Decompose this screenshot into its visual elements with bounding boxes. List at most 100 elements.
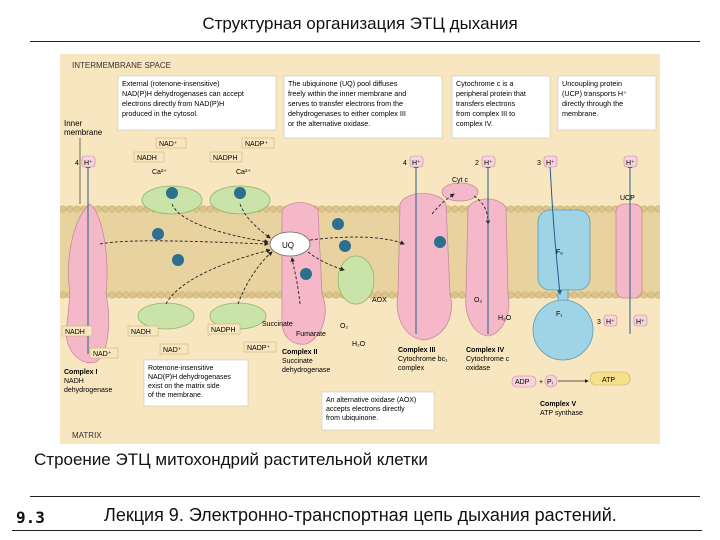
lecture-slide-number: 9.3 (16, 508, 45, 527)
lipid-head (269, 205, 277, 213)
complex-iv-line: oxidase (466, 365, 490, 372)
lipid-head (115, 205, 123, 213)
ucp-label: UCP (620, 195, 635, 202)
flow-arrow (99, 240, 269, 247)
substrate-box (89, 347, 119, 359)
lipid-head (339, 205, 347, 213)
lipid-head (318, 205, 326, 213)
lipid-head (458, 205, 466, 213)
electron-icon (300, 268, 312, 280)
internal-nadh-dehydrogenase (137, 302, 195, 330)
proton-badge-text: H⁺ (84, 160, 93, 167)
lipid-head (353, 205, 361, 213)
lipid-head (360, 205, 368, 213)
lipid-head (584, 291, 592, 299)
complex-ii-title: Complex II (282, 349, 317, 356)
nadph-internal-label: NADPH (211, 327, 236, 334)
lipid-head (129, 205, 137, 213)
lipid-head (122, 291, 130, 299)
note-ubiquinone-line: freely within the inner membrane and (288, 89, 406, 98)
lipid-head (150, 291, 158, 299)
lipid-head (136, 291, 144, 299)
lipid-head (528, 291, 536, 299)
lipid-head (640, 291, 648, 299)
figure-caption: Строение ЭТЦ митохондрий растительной кл… (34, 450, 428, 469)
nadp-internal-label: NADP⁺ (247, 345, 270, 352)
lipid-head (108, 291, 116, 299)
nad-matrix-label: NAD⁺ (93, 351, 112, 358)
lipid-head (451, 205, 459, 213)
complex-i-title: Complex I (64, 369, 98, 376)
lipid-head (374, 291, 382, 299)
slide-title: Структурная организация ЭТЦ дыхания (202, 14, 518, 33)
complex-iii-shape (396, 193, 452, 341)
proton-arrows (85, 163, 633, 354)
complex-i-line: NADH (64, 378, 84, 385)
lipid-head (507, 205, 515, 213)
lipid-head (332, 291, 340, 299)
nadp-top-label: NADP⁺ (245, 141, 268, 148)
proton-badge-text: H⁺ (546, 160, 555, 167)
electron-carriers (152, 187, 446, 280)
complex-iii-line: Cytochrome bc₁ (398, 356, 448, 363)
lipid-head (143, 291, 151, 299)
flow-arrow (290, 257, 301, 305)
atp-production: ADP + Pᵢ ATP (511, 371, 631, 388)
note-alternative-oxidase: An alternative oxidase (AOX) accepts ele… (321, 391, 435, 431)
succinate-label: Succinate (262, 321, 293, 328)
electron-icon (152, 228, 164, 240)
complex-ii-line: dehydrogenase (282, 367, 330, 374)
proton-badge (409, 155, 424, 168)
proton-badge (481, 155, 496, 168)
lipid-head (129, 291, 137, 299)
proton-badge (633, 314, 648, 327)
lipid-head (605, 291, 613, 299)
lipid-head (178, 291, 186, 299)
lipid-head (59, 291, 67, 299)
f1-label: F₁ (556, 311, 563, 318)
substrate-box (241, 137, 275, 149)
lipid-head (605, 205, 613, 213)
note-aox-line: from ubiquinone. (326, 415, 378, 422)
plus-sign: + (539, 379, 543, 386)
electron-icon (332, 218, 344, 230)
flow-arrow (431, 193, 455, 215)
lipid-head (346, 205, 354, 213)
phosphate-icon (544, 374, 558, 388)
atp-box (589, 371, 631, 386)
complex-labels: Complex I NADH dehydrogenase Complex II … (64, 347, 583, 417)
note-rotenone-line: of the membrane. (148, 392, 203, 399)
cytochrome-c-label: Cyt c (452, 177, 468, 184)
note-aox-line: An alternative oxidase (AOX) (326, 397, 416, 404)
lipid-head (388, 291, 396, 299)
complex-ii-line: Succinate (282, 358, 313, 365)
substrate-box (243, 341, 277, 353)
lipid-head (192, 291, 200, 299)
note-ubiquinone-line: dehydrogenases to either complex III (288, 109, 406, 118)
flow-arrow (239, 203, 271, 239)
note-external-line: External (rotenone-insensitive) (122, 79, 219, 88)
substrate-box (155, 137, 187, 149)
lipid-head (157, 291, 165, 299)
lipid-head (108, 205, 116, 213)
proton-badge-text: H⁺ (626, 160, 635, 167)
lipid-head (381, 291, 389, 299)
lipid-head (591, 205, 599, 213)
flow-arrow (237, 251, 273, 305)
lipid-head (451, 291, 459, 299)
substrate-box (133, 151, 165, 163)
flow-arrow (171, 203, 269, 244)
water-label: H₂O (498, 315, 512, 322)
lipid-head (388, 205, 396, 213)
lipid-head (549, 291, 557, 299)
atp-synthase-f1 (532, 299, 594, 361)
lipid-head (521, 205, 529, 213)
lipid-head (269, 291, 277, 299)
footer-rule-bottom (12, 530, 702, 531)
nad-top-label: NAD⁺ (159, 141, 178, 148)
lipid-head (598, 291, 606, 299)
note-ucp-line: Uncoupling protein (562, 79, 622, 88)
ubiquinone-pool (269, 231, 311, 257)
lipid-head (535, 291, 543, 299)
lipid-head (241, 291, 249, 299)
